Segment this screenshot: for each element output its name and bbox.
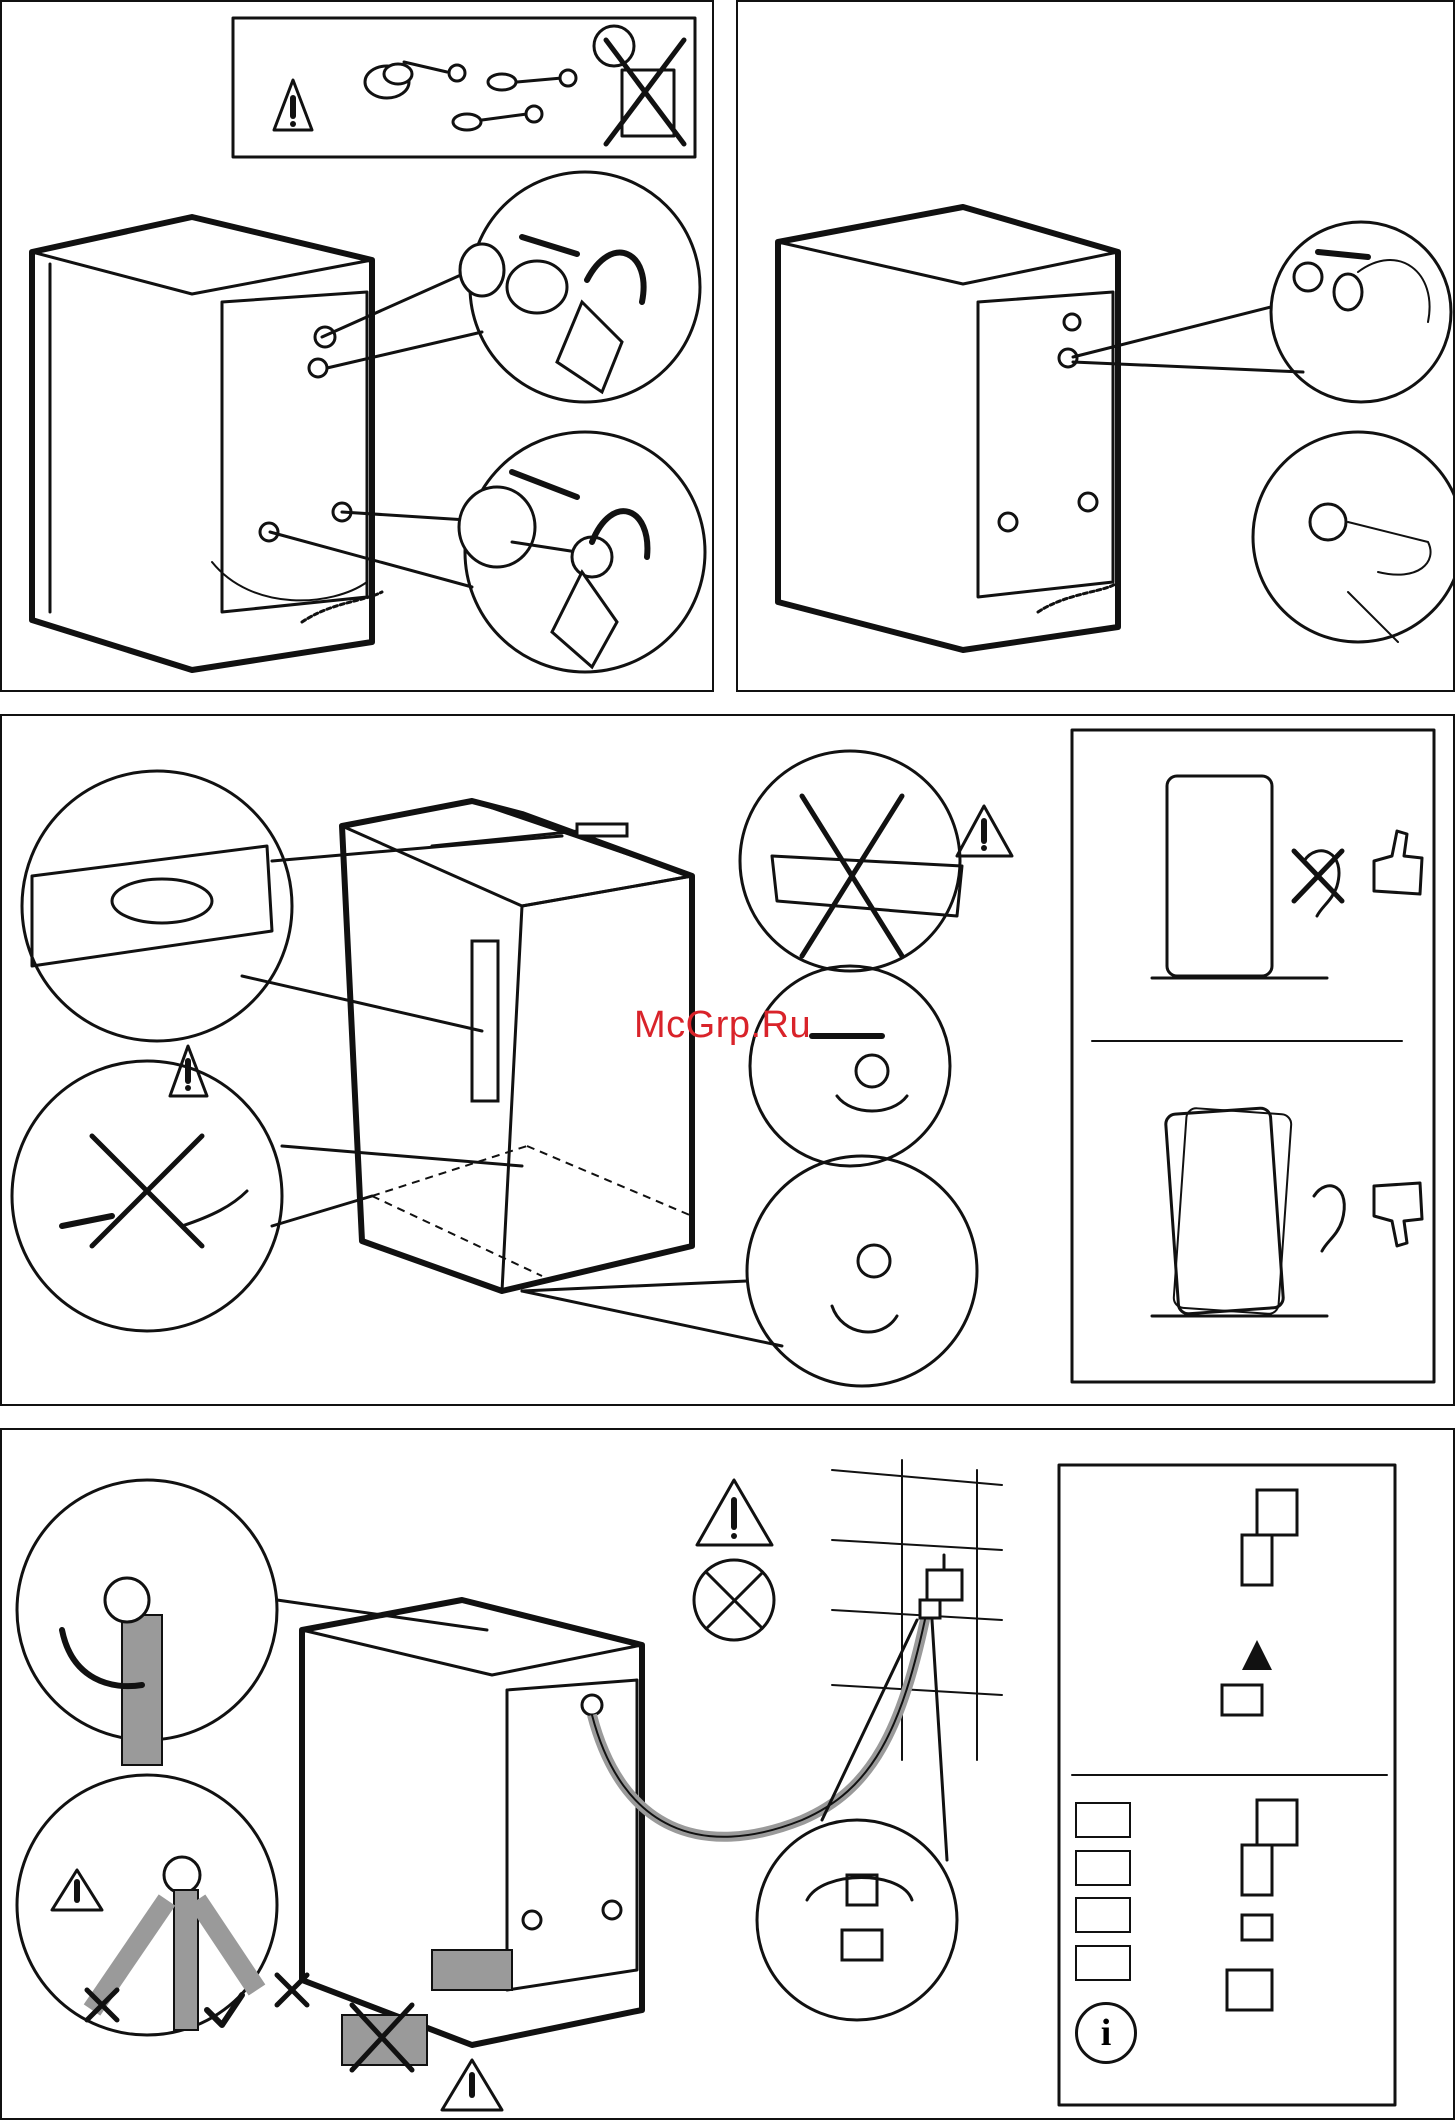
watermark: McGrp.Ru: [634, 1004, 811, 1047]
callout-adjust-foot: [750, 966, 950, 1166]
callout-hose-angle: [17, 1775, 307, 2035]
warning-icon: [957, 806, 1012, 856]
adapter-checkbox[interactable]: [1075, 1850, 1131, 1886]
stability-box: [1072, 730, 1434, 1382]
adapter-checkbox[interactable]: [1075, 1945, 1131, 1981]
callout-remove-bolt: [322, 172, 700, 402]
no-leak-icon: [694, 1560, 774, 1640]
transit-bolt-parts: [365, 62, 576, 130]
no-stand-bottom: [342, 2005, 502, 2110]
info-icon: i: [1075, 2002, 1137, 2064]
cross-icon: [277, 1975, 307, 2005]
callout-press-cap: [1253, 432, 1455, 642]
water-inlet-illustration: [2, 1430, 1455, 2122]
tap-with-thread: [1222, 1490, 1297, 1715]
adapter-checkbox[interactable]: [1075, 1897, 1131, 1933]
adapter-checkbox[interactable]: [1075, 1802, 1131, 1838]
tap-on-wall: [920, 1555, 962, 1618]
info-symbol: i: [1101, 2011, 1112, 2055]
plastic-caps-illustration: [738, 2, 1455, 694]
callout-wrong-foot: [12, 1046, 522, 1331]
warning-icon: [697, 1480, 772, 1545]
callout-insert-cap: [1073, 222, 1451, 402]
do-not-stand-on-pad: [432, 1950, 512, 1990]
transit-bolts-illustration: [2, 2, 716, 694]
thumbs-up-icon: [1374, 831, 1422, 894]
warning-icon: [274, 80, 312, 130]
callout-tighten-hose: [17, 1480, 487, 1765]
machine-stable: [1152, 776, 1422, 978]
panel-level-machine: McGrp.Ru: [0, 714, 1455, 1406]
panel-connect-water-inlet: i: [0, 1428, 1455, 2120]
washing-machine-back: [302, 1600, 642, 2045]
callout-connect-to-tap: [757, 1620, 957, 2020]
washing-machine-back: [32, 217, 382, 670]
callout-remove-washer: [270, 432, 705, 672]
washing-machine-back: [778, 207, 1118, 650]
warning-icon: [442, 2060, 502, 2110]
wall-tiles: [832, 1460, 1002, 1760]
panel-insert-plastic-caps: [736, 0, 1455, 692]
tap-with-adapter: [1227, 1800, 1297, 2010]
leveling-illustration: [2, 716, 1455, 1408]
thumbs-down-icon: [1374, 1183, 1422, 1246]
ear-icon: [1314, 1186, 1344, 1251]
do-not-dispose-bin-icon: [594, 26, 684, 144]
panel-remove-transit-bolts: [0, 0, 714, 692]
machine-wobbling: [1152, 1108, 1422, 1316]
callout-foot-on-wood: [740, 751, 1012, 971]
warning-icon: [52, 1870, 102, 1910]
